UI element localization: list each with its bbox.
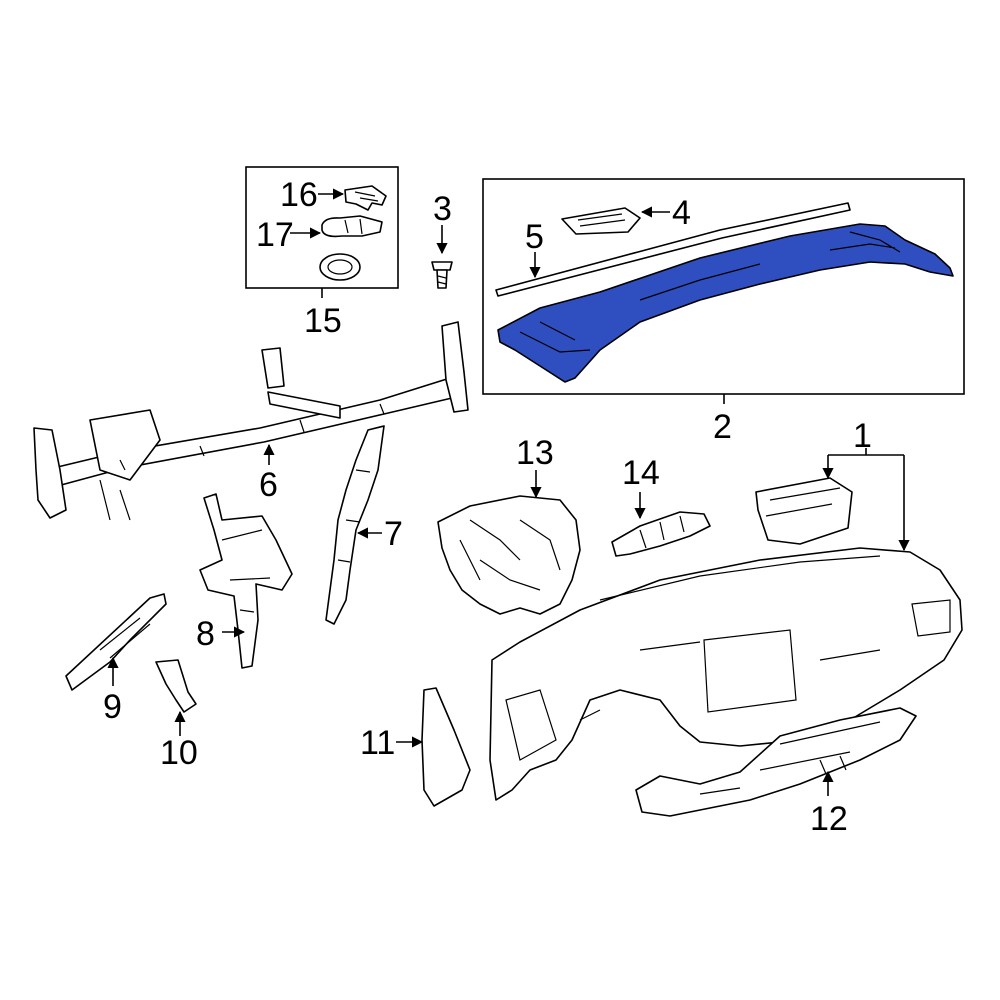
vent-part-4 [561, 207, 641, 235]
callout-14: 14 [622, 454, 660, 492]
lower-bracket-part-12 [635, 707, 917, 817]
molding-part-5 [495, 202, 851, 297]
callout-16: 16 [280, 176, 318, 214]
callout-8: 8 [196, 615, 215, 653]
dash-pad-part-2 [497, 223, 954, 383]
callout-12: 12 [810, 800, 848, 838]
callout-labels: 1 2 3 4 5 6 7 8 9 10 11 12 13 14 15 16 1… [103, 176, 872, 838]
bracket-part-8 [199, 493, 293, 669]
callout-13: 13 [516, 434, 554, 472]
callout-1: 1 [853, 417, 872, 455]
bracket-part-14 [611, 492, 711, 557]
bracket-part-13 [437, 470, 581, 615]
callout-6: 6 [259, 466, 278, 504]
callout-11: 11 [360, 724, 395, 762]
callout-4: 4 [672, 194, 691, 232]
callout-9: 9 [103, 688, 122, 726]
grommet-part [319, 253, 361, 281]
callout-7: 7 [384, 515, 403, 553]
bolt-part-3 [431, 225, 453, 289]
cross-beam-part-6 [33, 321, 469, 521]
brace-part-7 [325, 425, 385, 625]
bracket-part-9 [65, 593, 167, 691]
callout-10: 10 [160, 734, 198, 772]
side-panel-part-11 [396, 687, 471, 807]
callout-5: 5 [525, 218, 544, 256]
callout-2: 2 [713, 408, 732, 446]
clip-part-17 [321, 215, 383, 238]
callout-3: 3 [433, 190, 452, 228]
instrument-panel-part-1 [489, 448, 963, 801]
dash-pad-group [482, 178, 965, 404]
callout-17: 17 [256, 216, 294, 254]
clip-kit-group [245, 166, 399, 298]
bracket-part-10 [155, 659, 197, 736]
callout-15: 15 [304, 302, 342, 340]
clip-part-16 [344, 185, 387, 211]
